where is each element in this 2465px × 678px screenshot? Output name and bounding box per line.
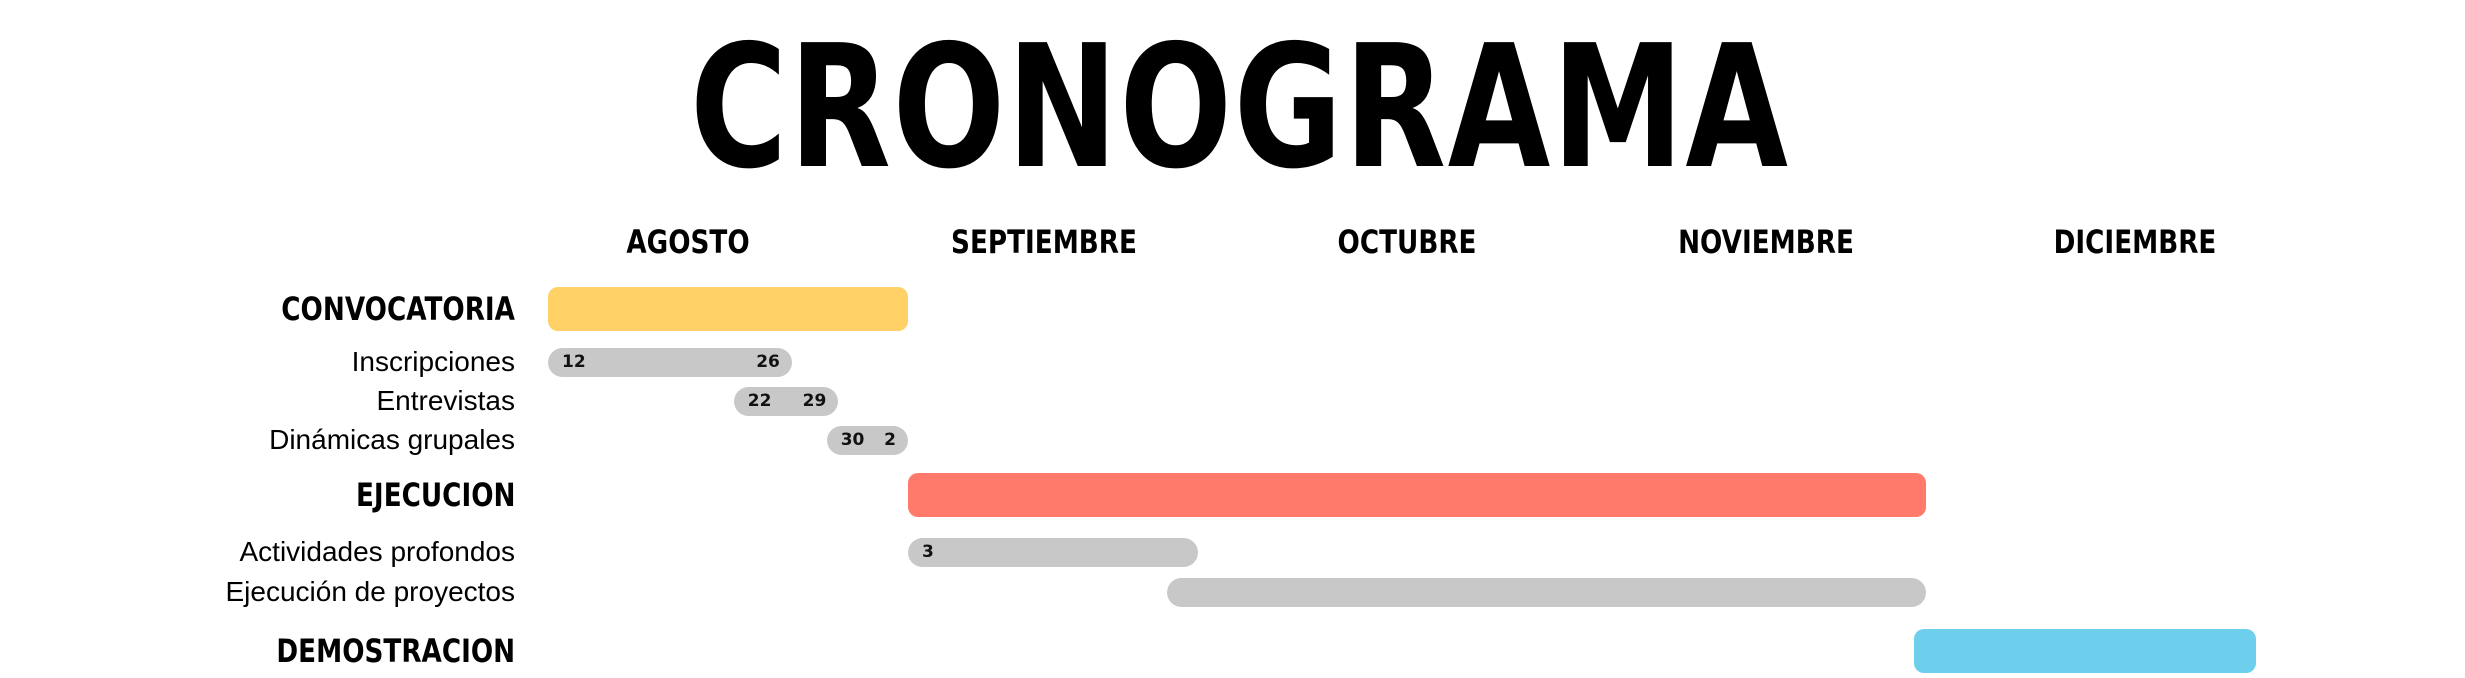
phase-bar-convocatoria bbox=[548, 287, 908, 331]
task-label: Ejecución de proyectos bbox=[225, 576, 515, 607]
month-label: NOVIEMBRE bbox=[1678, 223, 1854, 261]
page-title: CRONOGRAMA bbox=[690, 9, 1790, 207]
task-label: Dinámicas grupales bbox=[269, 424, 515, 455]
task-label: Entrevistas bbox=[376, 385, 516, 416]
task-start-day: 12 bbox=[562, 352, 586, 372]
month-label: OCTUBRE bbox=[1337, 223, 1477, 261]
task-bar-dinamicas bbox=[826, 426, 908, 455]
phase-bar-demostracion bbox=[1913, 629, 2257, 673]
task-end-day: 29 bbox=[802, 391, 827, 411]
month-label: DICIEMBRE bbox=[2053, 223, 2217, 261]
task-bar-entrevistas bbox=[733, 387, 839, 416]
task-start-day: 3 bbox=[922, 542, 934, 562]
phase-label-demostracion: DEMOSTRACION bbox=[276, 632, 515, 670]
phase-bar-ejecucion bbox=[908, 473, 1926, 517]
phase-label-convocatoria: CONVOCATORIA bbox=[281, 290, 515, 328]
phase-label-ejecucion: EJECUCION bbox=[355, 476, 515, 514]
task-end-day: 2 bbox=[884, 430, 896, 450]
task-start-day: 22 bbox=[747, 391, 772, 411]
task-label: Inscripciones bbox=[351, 346, 515, 377]
task-start-day: 30 bbox=[840, 430, 865, 450]
task-bar-actividades bbox=[908, 538, 1199, 567]
task-bar-ejecucion-proyectos bbox=[1167, 578, 1926, 607]
task-end-day: 26 bbox=[756, 352, 780, 372]
month-label: SEPTIEMBRE bbox=[951, 223, 1137, 261]
task-label: Actividades profondos bbox=[239, 536, 515, 567]
month-label: AGOSTO bbox=[626, 223, 750, 261]
task-bar-inscripciones bbox=[548, 348, 792, 377]
